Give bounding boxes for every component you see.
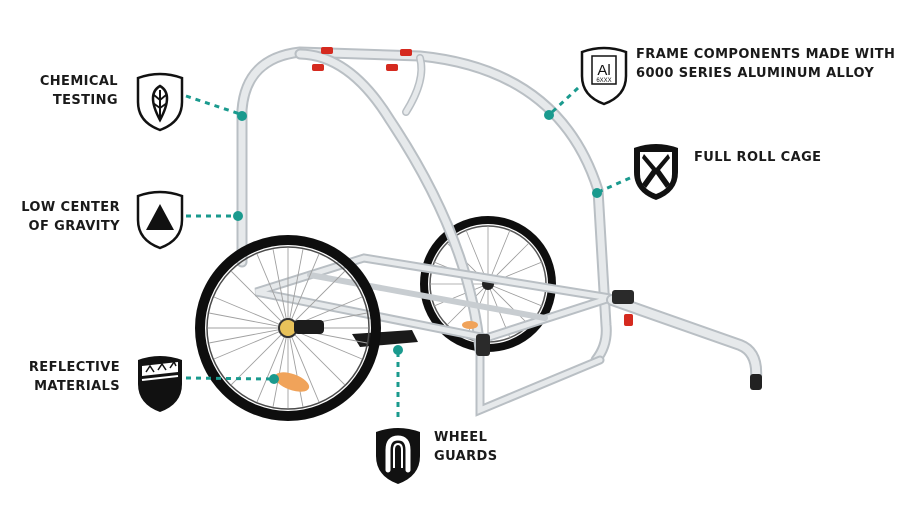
aluminum-frame-line-2: 6000 SERIES ALUMINUM ALLOY [636, 66, 875, 81]
roll-cage-label: FULL ROLL CAGE [694, 148, 821, 167]
low-center-label: LOW CENTER OF GRAVITY [14, 198, 120, 236]
reflective-line-2: MATERIALS [34, 379, 120, 394]
bike-trailer-illustration [195, 46, 763, 421]
hitch-connector [750, 374, 762, 390]
wheel-guards-label: WHEEL GUARDS [434, 428, 497, 466]
kickstand-pad [352, 330, 418, 347]
low-center-line-1: LOW CENTER [21, 200, 120, 215]
chemical-testing-connector [185, 94, 241, 116]
aluminum-frame-connector [548, 86, 580, 116]
aluminum-element-shield-icon: Al 6XXX [580, 46, 628, 106]
front-wheel [195, 235, 381, 421]
reflective-line-1: REFLECTIVE [28, 360, 120, 375]
wheel-guards-line-1: WHEEL [434, 430, 488, 445]
wheel-guards-line-2: GUARDS [434, 449, 498, 464]
wheel-guard-shield-icon [376, 428, 420, 484]
aluminum-frame-label: FRAME COMPONENTS MADE WITH 6000 SERIES A… [636, 45, 895, 83]
reflective-shield-icon [138, 356, 182, 412]
frame-joint [476, 334, 490, 356]
reflective-connector [185, 376, 273, 381]
callout-lines [185, 86, 631, 422]
roll-cage-frame [236, 46, 612, 366]
chemical-testing-line-1: CHEMICAL [39, 74, 118, 89]
aluminum-symbol: Al [597, 62, 610, 79]
roll-cage-connector [595, 176, 631, 195]
wheel-reflector [274, 372, 310, 392]
handle-grips [312, 47, 633, 326]
aluminum-frame-line-1: FRAME COMPONENTS MADE WITH [636, 47, 896, 62]
roll-cage-line-1: FULL ROLL CAGE [694, 150, 822, 165]
base-frame [254, 253, 763, 417]
chemical-testing-line-2: TESTING [52, 93, 118, 108]
hitch-joint [612, 290, 634, 304]
triangle-shield-icon [136, 190, 184, 250]
rear-reflector [462, 321, 478, 329]
chemical-testing-label: CHEMICAL TESTING [30, 72, 118, 110]
reflective-label: REFLECTIVE MATERIALS [20, 358, 120, 396]
aluminum-series: 6XXX [596, 78, 611, 84]
low-center-line-2: OF GRAVITY [28, 219, 120, 234]
leaf-shield-icon [136, 72, 184, 132]
roll-cage-shield-icon [634, 144, 678, 200]
callout-dots [233, 110, 602, 384]
